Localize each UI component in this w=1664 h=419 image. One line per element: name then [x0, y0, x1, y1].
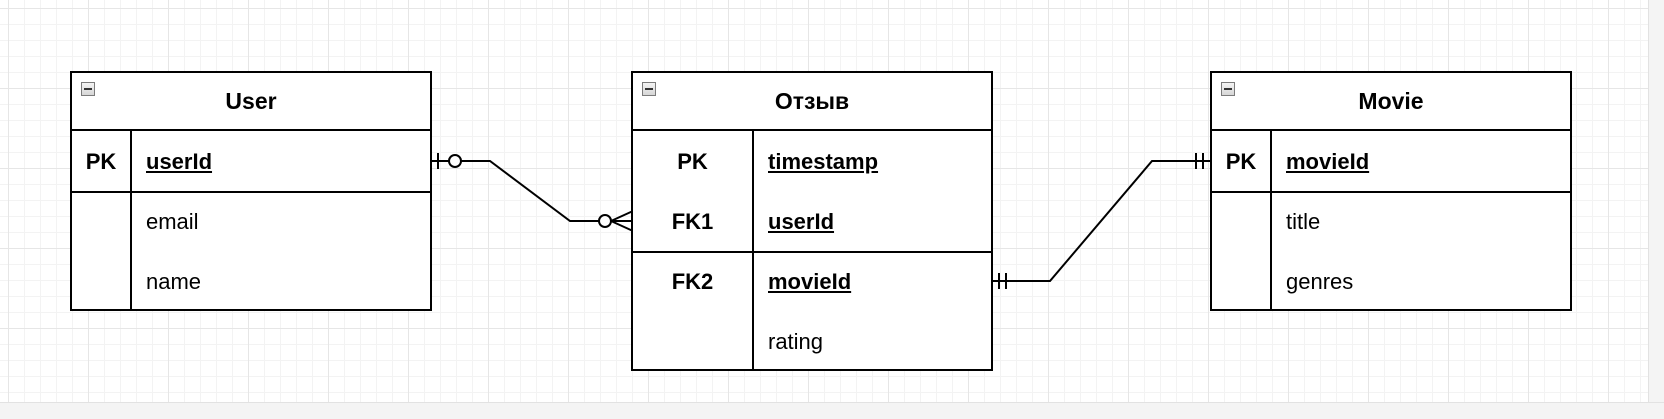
field-title[interactable]: title [1286, 209, 1321, 234]
column-divider [1270, 131, 1272, 309]
zero-circle-mark [448, 154, 462, 168]
horizontal-scrollbar[interactable] [0, 402, 1664, 419]
zero-circle-mark-review [598, 214, 612, 228]
entity-title: Movie [1212, 73, 1570, 131]
column-divider [752, 131, 754, 369]
key-label: PK [85, 149, 117, 174]
vertical-scrollbar[interactable] [1648, 0, 1664, 418]
relationship-review-movie[interactable] [992, 153, 1212, 289]
field-movieid[interactable]: movieId [768, 269, 852, 294]
key-label: FK1 [671, 209, 714, 234]
field-userid[interactable]: userId [768, 209, 835, 234]
entity-movie[interactable]: Movie PK movieId title genres [1210, 71, 1572, 311]
collapse-icon[interactable] [81, 82, 95, 96]
field-userid[interactable]: userId [146, 149, 213, 174]
entity-user[interactable]: User PK userId email name [70, 71, 432, 311]
collapse-icon[interactable] [1221, 82, 1235, 96]
field-genres[interactable]: genres [1286, 269, 1354, 294]
crows-foot-mark [610, 210, 634, 232]
field-timestamp[interactable]: timestamp [768, 149, 879, 174]
entity-title: User [72, 73, 430, 131]
connector-review-movie [992, 160, 1212, 282]
key-label: PK [677, 149, 708, 174]
field-rating[interactable]: rating [768, 329, 824, 354]
key-section-divider [1212, 191, 1570, 193]
column-divider [130, 131, 132, 309]
key-label: FK2 [671, 269, 714, 294]
connector-user-review [431, 160, 633, 222]
field-email[interactable]: email [146, 209, 199, 234]
entity-review[interactable]: Отзыв PK timestamp FK1 userId FK2 movieI… [631, 71, 993, 371]
key-section-divider [633, 251, 991, 253]
field-movieid[interactable]: movieId [1286, 149, 1370, 174]
field-name[interactable]: name [146, 269, 202, 294]
key-section-divider [72, 191, 430, 193]
collapse-icon[interactable] [642, 82, 656, 96]
relationship-user-review[interactable] [431, 153, 634, 232]
key-label: PK [1225, 149, 1257, 174]
entity-title: Отзыв [633, 73, 991, 131]
